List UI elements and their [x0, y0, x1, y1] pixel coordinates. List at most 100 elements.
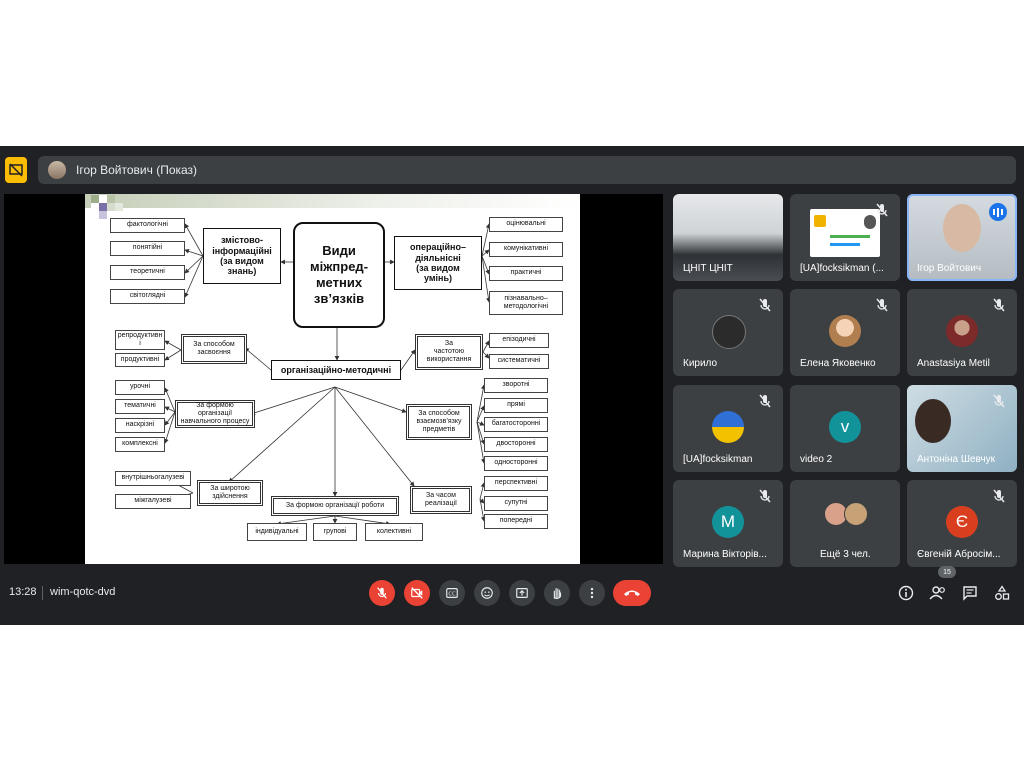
- knowledge-item-factual: фактологічні: [110, 218, 185, 233]
- participant-avatar: [946, 315, 978, 347]
- content-information-box: змістово- інформаційні (за видом знань): [203, 228, 281, 284]
- meeting-details-button[interactable]: [895, 582, 917, 604]
- hand-icon: [553, 588, 562, 600]
- implementation-time-box: За часом реалізації: [410, 486, 472, 514]
- participant-tile[interactable]: М Марина Вікторів...: [673, 480, 783, 567]
- presentation-stage: фактологічні понятійні теоретичні світог…: [4, 194, 663, 564]
- participant-tile[interactable]: [UA]focksikman: [673, 385, 783, 472]
- muted-mic-icon: [759, 298, 771, 312]
- participant-avatar: [712, 411, 744, 443]
- participant-tile[interactable]: Кирило: [673, 289, 783, 376]
- speaking-indicator-icon: [989, 203, 1007, 221]
- participant-name: Кирило: [683, 358, 718, 369]
- camera-toggle-button[interactable]: [404, 580, 430, 606]
- frequency-item-episodic: епізодичні: [489, 333, 549, 348]
- muted-mic-icon: [993, 489, 1005, 503]
- captions-icon: CC: [446, 588, 458, 598]
- interaction-item-reverse: зворотні: [484, 378, 548, 393]
- organizational-methodical-box: організаційно-методичні: [271, 360, 401, 380]
- participant-video-face: [915, 399, 951, 443]
- assimilation-method-box: За способом засвоєння: [181, 334, 247, 364]
- muted-mic-icon: [993, 298, 1005, 312]
- participant-name: Ігор Войтович: [917, 263, 982, 274]
- knowledge-item-conceptual: понятійні: [110, 241, 185, 256]
- work-organization-form-box: За формою організації роботи: [271, 496, 399, 516]
- participant-name: [UA]focksikman (...: [800, 263, 884, 274]
- shared-video-thumbnail: [810, 209, 880, 257]
- participant-name: video 2: [800, 454, 833, 465]
- captions-button[interactable]: CC: [439, 580, 465, 606]
- info-icon: [898, 585, 914, 601]
- muted-mic-icon: [759, 489, 771, 503]
- reactions-button[interactable]: [474, 580, 500, 606]
- time-item-prospective: перспективні: [484, 476, 548, 491]
- meeting-time: 13:28: [9, 586, 37, 598]
- participant-avatar: [829, 315, 861, 347]
- skill-item-cognitive: пізнавально– методологічні: [489, 291, 563, 315]
- participant-avatar: М: [712, 506, 744, 538]
- presentation-toggle-button[interactable]: [5, 157, 27, 183]
- participant-name: Євгеній Абросім...: [917, 549, 1001, 560]
- participant-tile[interactable]: Є Євгеній Абросім...: [907, 480, 1017, 567]
- more-vertical-icon: [590, 587, 594, 599]
- muted-mic-icon: [876, 298, 888, 312]
- participant-count-badge: 15: [938, 566, 956, 578]
- present-screen-button[interactable]: [509, 580, 535, 606]
- chat-button[interactable]: [959, 582, 981, 604]
- work-item-individual: індивідуальні: [247, 523, 307, 541]
- assimilation-item-reproductive: репродуктивн і: [115, 330, 165, 350]
- people-button[interactable]: [927, 582, 949, 604]
- participant-name: ЦНІТ ЦНІТ: [683, 263, 733, 274]
- operational-activity-box: операційно– діяльнісні (за видом умінь): [394, 236, 482, 290]
- meet-window: Ігор Войтович (Показ): [0, 146, 1024, 625]
- participant-tile[interactable]: Anastasiya Metil: [907, 289, 1017, 376]
- time-item-preceding: попередні: [484, 514, 548, 529]
- participant-name: Елена Яковенко: [800, 358, 876, 369]
- participant-tile[interactable]: Антоніна Шевчук: [907, 385, 1017, 472]
- participant-tile[interactable]: v video 2: [790, 385, 900, 472]
- raise-hand-button[interactable]: [544, 580, 570, 606]
- knowledge-item-theoretical: теоретичні: [110, 265, 185, 280]
- emoji-icon: [481, 587, 493, 599]
- participant-name: [UA]focksikman: [683, 454, 753, 465]
- people-icon: [929, 586, 945, 600]
- frequency-item-systematic: систематичні: [489, 354, 549, 369]
- participant-tile[interactable]: ЦНІТ ЦНІТ: [673, 194, 783, 281]
- control-bar: 13:28 wim-qotc-dvd CC: [0, 566, 1024, 614]
- participant-avatar: [712, 315, 746, 349]
- form-item-thematic: тематичні: [115, 399, 165, 414]
- participant-name: Антоніна Шевчук: [917, 454, 996, 465]
- leave-call-button[interactable]: [613, 580, 651, 606]
- time-item-concurrent: супутні: [484, 496, 548, 511]
- participant-tile[interactable]: [UA]focksikman (...: [790, 194, 900, 281]
- present-icon: [516, 588, 528, 598]
- diagram-connectors: [163, 223, 491, 526]
- frequency-of-use-box: За частотою використання: [415, 334, 483, 370]
- present-screen-icon: [9, 163, 23, 177]
- diagram-center-title: Види міжпред- метних зв’язків: [293, 222, 385, 328]
- work-item-group: групові: [313, 523, 357, 541]
- presentation-slide: фактологічні понятійні теоретичні світог…: [85, 194, 580, 564]
- more-options-button[interactable]: [579, 580, 605, 606]
- muted-mic-icon: [759, 394, 771, 408]
- participant-tile-active-speaker[interactable]: Ігор Войтович: [907, 194, 1017, 281]
- more-participants-tile[interactable]: Ещё 3 чел.: [790, 480, 900, 567]
- breadth-item-inter-branch: міжгалузеві: [115, 494, 191, 509]
- presenter-avatar: [48, 161, 66, 179]
- skill-item-communicative: комунікативні: [489, 242, 563, 257]
- breadth-item-intra-branch: внутрішньогалузеві: [115, 471, 191, 486]
- svg-text:CC: CC: [448, 592, 456, 598]
- top-bar: Ігор Войтович (Показ): [0, 146, 1024, 194]
- participant-avatar: v: [829, 411, 861, 443]
- interaction-item-direct: прямі: [484, 398, 548, 413]
- participant-video-face: [943, 204, 981, 252]
- more-participants-label: Ещё 3 чел.: [820, 549, 871, 560]
- form-item-complex: комплексні: [115, 437, 165, 452]
- presenter-bar[interactable]: Ігор Войтович (Показ): [38, 156, 1016, 184]
- activities-button[interactable]: [991, 582, 1013, 604]
- skill-item-practical: практичні: [489, 266, 563, 281]
- chat-icon: [963, 586, 977, 601]
- mic-toggle-button[interactable]: [369, 580, 395, 606]
- muted-mic-icon: [876, 203, 888, 217]
- participant-tile[interactable]: Елена Яковенко: [790, 289, 900, 376]
